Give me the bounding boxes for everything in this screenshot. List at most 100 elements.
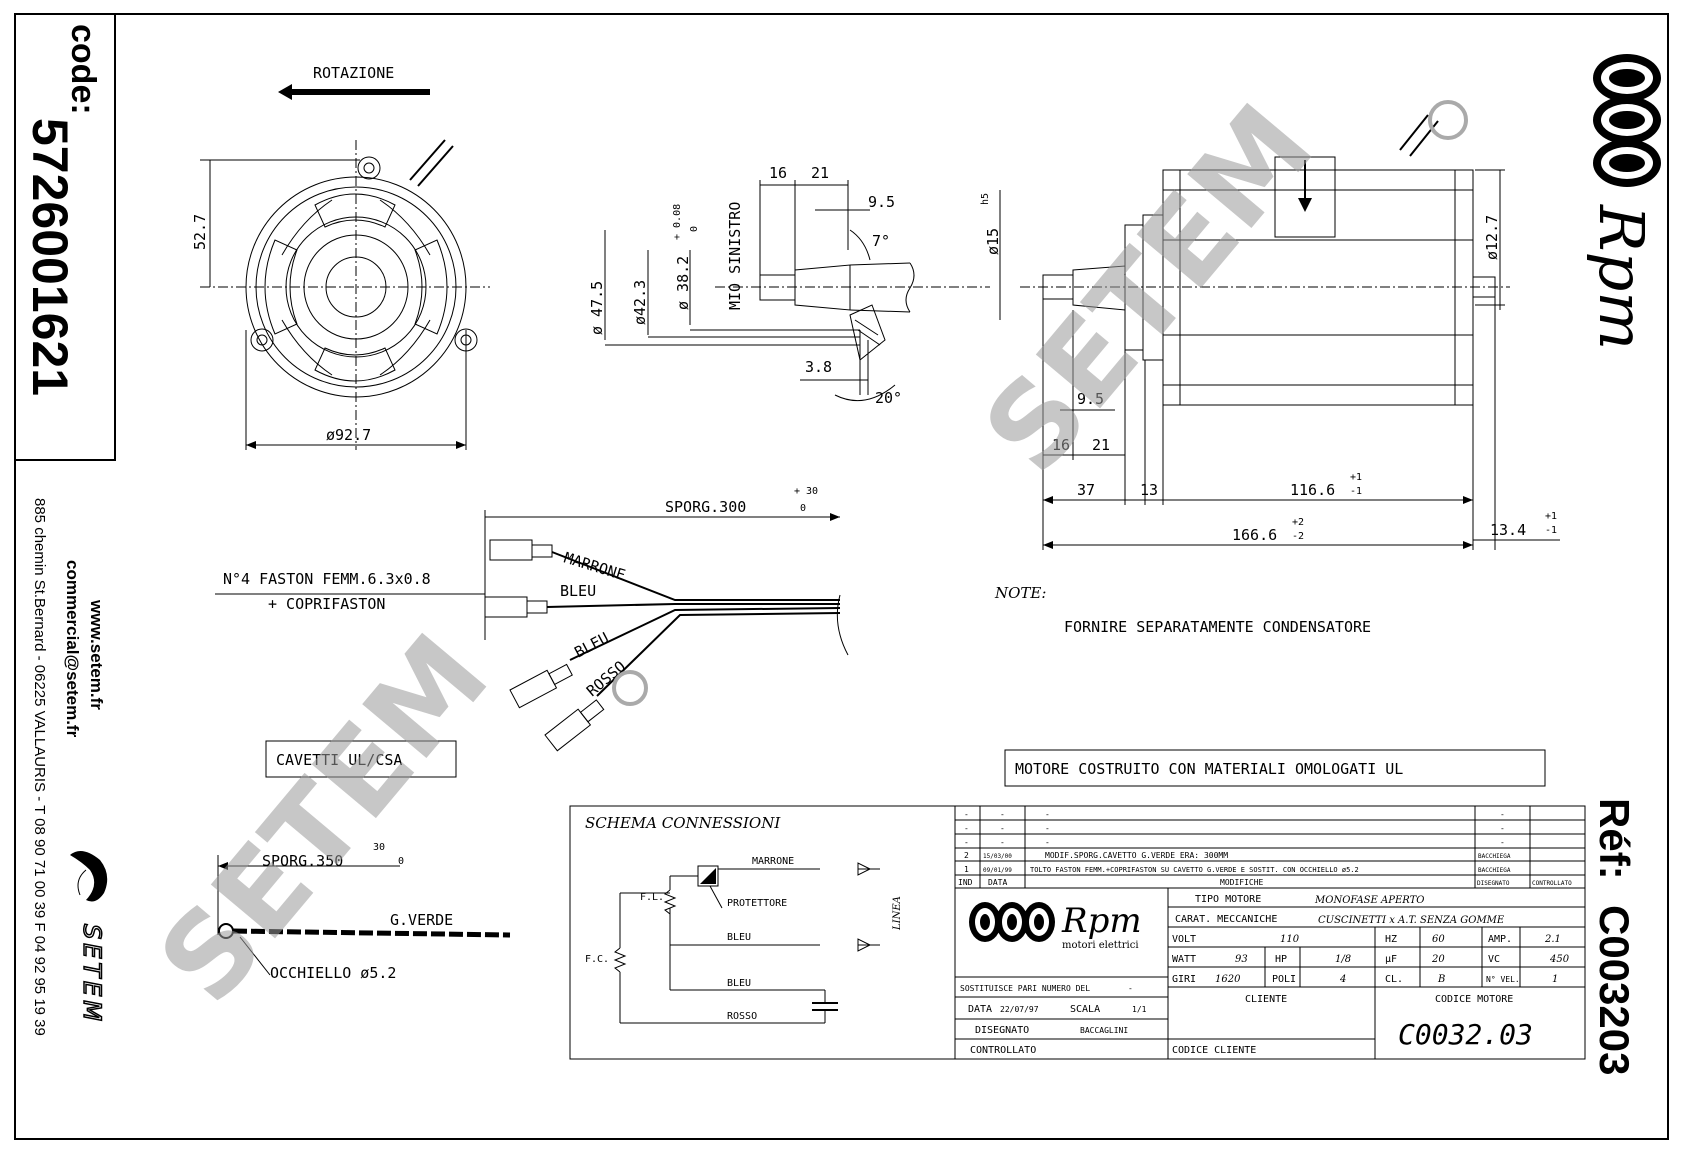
revision-row: ---- [964, 810, 1505, 819]
vc-value: 450 [1549, 954, 1570, 965]
shaft-dim-9-5: 9.5 [868, 193, 895, 211]
side-tol-166-lower: -2 [1292, 531, 1304, 542]
side-tol-116-upper: +1 [1350, 472, 1362, 483]
occhiello-label: OCCHIELLO ø5.2 [270, 964, 396, 982]
giri-label: GIRI [1172, 974, 1196, 985]
revision-row: ---- [964, 838, 1505, 847]
volt-label: VOLT [1172, 934, 1196, 945]
side-dim-21: 21 [1092, 436, 1110, 454]
side-dim-37: 37 [1077, 481, 1095, 499]
note-text: FORNIRE SEPARATAMENTE CONDENSATORE [1064, 618, 1371, 636]
uf-value: 20 [1431, 954, 1445, 965]
svg-text:-: - [1500, 810, 1505, 819]
side-dim-9-5: 9.5 [1077, 390, 1104, 408]
setem-watermark: SETEM [959, 80, 1340, 498]
sporg-350-lower: 0 [398, 856, 404, 867]
ul-box-text: MOTORE COSTRUITO CON MATERIALI OMOLOGATI… [1015, 760, 1403, 778]
schema-bleu2: BLEU [727, 978, 751, 989]
revision-row: ---- [964, 824, 1505, 833]
schema-title: SCHEMA CONNESSIONI [585, 814, 781, 832]
right-strip: Rpm Réf: C003203 [1585, 54, 1661, 1075]
svg-text:-: - [964, 810, 969, 819]
rev-header-controllato: CONTROLLATO [1532, 880, 1572, 887]
svg-text:-: - [1045, 838, 1050, 847]
svg-text:15/03/00: 15/03/00 [983, 853, 1012, 860]
codice-cliente-label: CODICE CLIENTE [1172, 1045, 1256, 1056]
shaft-dia-15-fit: h5 [980, 193, 991, 205]
cavetti-label: CAVETTI UL/CSA [276, 751, 402, 769]
code-value: 5726001621 [22, 118, 78, 396]
side-dim-13: 13 [1140, 481, 1158, 499]
watt-value: 93 [1235, 954, 1248, 965]
shaft-dim-3-8: 3.8 [805, 358, 832, 376]
tipo-label: TIPO MOTORE [1195, 894, 1261, 905]
hp-value: 1/8 [1335, 954, 1351, 965]
watt-label: WATT [1172, 954, 1196, 965]
svg-text:-: - [1500, 824, 1505, 833]
poli-value: 4 [1339, 974, 1346, 985]
title-block: Rpm motori elettrici SOSTITUISCE PARI NU… [954, 887, 1586, 1060]
schema-bleu1: BLEU [727, 932, 751, 943]
shaft-side-label: MIO SINISTRO [726, 202, 744, 310]
shaft-tol-38-upper: + 0.08 [672, 204, 683, 240]
front-view: ROTAZIONE 52.7 ø92.7 [191, 64, 490, 450]
ref-label: Réf: [1591, 798, 1638, 880]
notes: NOTE: FORNIRE SEPARATAMENTE CONDENSATORE… [994, 584, 1546, 787]
sporg-300-upper: + 30 [794, 486, 818, 497]
faston-label-2: + COPRIFASTON [268, 595, 385, 613]
side-tol-116-lower: -1 [1350, 486, 1362, 497]
nvel-value: 1 [1552, 974, 1558, 985]
shaft-dia-47-5: ø 47.5 [588, 281, 606, 335]
fl-winding-icon [663, 889, 677, 915]
svg-text:-: - [1500, 838, 1505, 847]
svg-text:TOLTO FASTON FEMM.+COPRIFASTON: TOLTO FASTON FEMM.+COPRIFASTON SU CAVETT… [1030, 866, 1359, 874]
svg-text:-: - [1045, 824, 1050, 833]
code-label: code: [64, 24, 102, 115]
schema-protettore: PROTETTORE [727, 898, 787, 909]
rpm-logo-small-icon [969, 902, 1055, 942]
hp-label: HP [1275, 954, 1287, 965]
lead-marrone-label: MARRONE [562, 549, 628, 585]
rev-header-disegnato: DISEGNATO [1477, 880, 1510, 887]
setem-logo-icon [70, 851, 108, 902]
side-dia-12-7: ø12.7 [1483, 215, 1501, 260]
schema-frame [569, 805, 956, 1060]
lead-rosso-label: ROSSO [583, 657, 629, 700]
shaft-dia-42-3: ø42.3 [631, 280, 649, 325]
cavetti-box [265, 740, 457, 778]
faston-label-1: N°4 FASTON FEMM.6.3x0.8 [223, 570, 431, 588]
shaft-rear-end [1472, 276, 1496, 298]
shaft-dim-21: 21 [811, 164, 829, 182]
sheet-frame [14, 13, 1669, 1140]
rotation-label: ROTAZIONE [313, 64, 394, 82]
sporg-350-label: SPORG.350 [262, 852, 343, 870]
schema-linea: LINEA [892, 896, 903, 931]
sporg-350-upper: 30 [373, 842, 385, 853]
rev-header-ind: IND [958, 878, 973, 887]
disegnato-label: DISEGNATO [975, 1025, 1029, 1036]
registered-mark-icon [612, 670, 648, 706]
shaft-angle-20: 20° [875, 389, 902, 407]
controllato-label: CONTROLLATO [970, 1045, 1036, 1056]
svg-text:BACCHIEGA: BACCHIEGA [1478, 853, 1511, 860]
codice-motore-label: CODICE MOTORE [1435, 994, 1513, 1005]
g-verde-label: G.VERDE [390, 911, 453, 929]
ref-value: C003203 [1591, 905, 1638, 1075]
stator-outer [245, 176, 467, 398]
lead-wires: SPORG.300 + 30 0 N°4 FASTON FEMM.6.3x0.8… [215, 486, 849, 982]
rpm-logo-icon [1593, 54, 1661, 187]
uf-label: µF [1385, 954, 1397, 965]
line-arrow-icon [857, 938, 880, 952]
svg-text:-: - [1000, 824, 1005, 833]
rpm-logo-text: Rpm [1585, 204, 1658, 350]
left-code-strip: code: 5726001621 www.setem.fr commercial… [14, 13, 116, 1036]
schema-fl: F.L. [640, 892, 664, 903]
scala-value: 1/1 [1132, 1005, 1147, 1014]
title-logo-rpm: Rpm [1061, 901, 1142, 941]
website-text: www.setem.fr [87, 599, 106, 710]
vc-label: VC [1488, 954, 1500, 965]
